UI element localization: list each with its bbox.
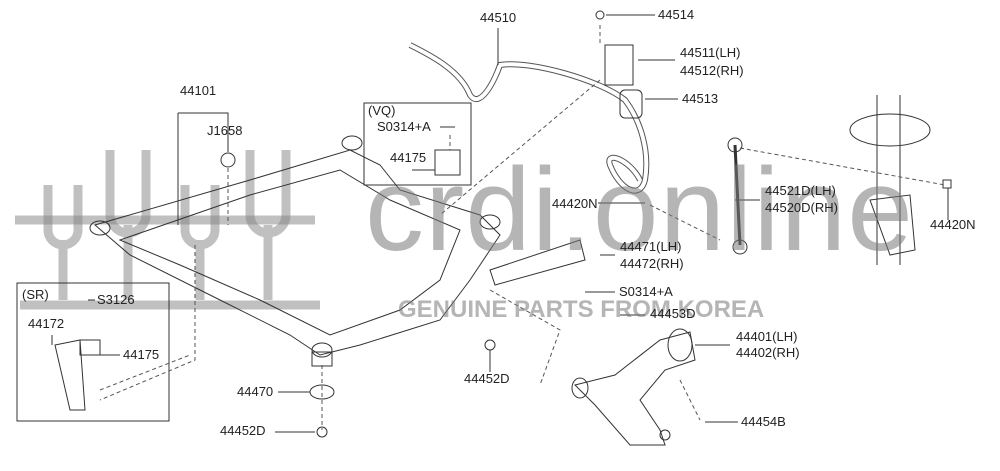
subframe-44101 <box>89 135 501 367</box>
label-s0314a: S0314+A <box>619 284 673 299</box>
label-44172: 44172 <box>28 316 65 331</box>
watermark-logo <box>15 150 320 310</box>
leader-lines <box>51 14 949 433</box>
label-44512: 44512(RH) <box>680 63 744 78</box>
label-44454b: 44454B <box>741 414 786 429</box>
strut <box>849 95 952 265</box>
label-s3126: S3126 <box>97 292 135 307</box>
tension-rod-44471 <box>489 239 586 286</box>
bolt-44514 <box>595 10 605 20</box>
label-44101: 44101 <box>180 83 217 98</box>
label-vq: (VQ) <box>368 103 396 118</box>
label-44452d-right: 44452D <box>464 371 510 386</box>
label-44521d: 44521D(LH) <box>765 183 836 198</box>
plug-j1658 <box>220 152 236 168</box>
bracket-sr-44175 <box>79 339 101 356</box>
label-44402: 44402(RH) <box>736 345 800 360</box>
label-44510: 44510 <box>480 10 517 25</box>
bracket-vq-44175 <box>434 149 461 176</box>
label-44513: 44513 <box>682 91 719 106</box>
label-44470: 44470 <box>237 384 274 399</box>
watermark-tagline: GENUINE PARTS FROM KOREA <box>398 296 765 323</box>
stabilizer-link <box>733 144 742 246</box>
cover-44172 <box>54 339 86 411</box>
nut-44452d <box>316 426 328 438</box>
sr-frame <box>16 282 170 422</box>
label-sr-44175: 44175 <box>123 347 160 362</box>
nut-44452d-b <box>484 339 496 351</box>
label-vq-44175: 44175 <box>390 150 427 165</box>
vq-frame <box>363 102 472 186</box>
label-44514: 44514 <box>658 7 695 22</box>
label-44453d: 44453D <box>650 306 696 321</box>
label-44401: 44401(LH) <box>736 329 798 344</box>
dashed-guides <box>99 25 946 430</box>
label-44520d: 44520D(RH) <box>765 200 838 215</box>
label-44420n-strut: 44420N <box>930 217 976 232</box>
label-sr: (SR) <box>22 287 49 302</box>
label-vq-s0314a: S0314+A <box>377 119 431 134</box>
lower-arm-44401 <box>574 331 696 446</box>
label-44511: 44511(LH) <box>680 45 741 60</box>
label-44471: 44471(LH) <box>620 239 682 254</box>
watermark-brand: crdi.online <box>365 144 914 276</box>
label-44420n: 44420N <box>552 196 598 211</box>
bushing-44513 <box>619 89 643 119</box>
label-j1658: J1658 <box>207 123 243 138</box>
label-44472: 44472(RH) <box>620 256 684 271</box>
label-44452d: 44452D <box>220 423 266 438</box>
clamp-44511 <box>604 44 634 86</box>
